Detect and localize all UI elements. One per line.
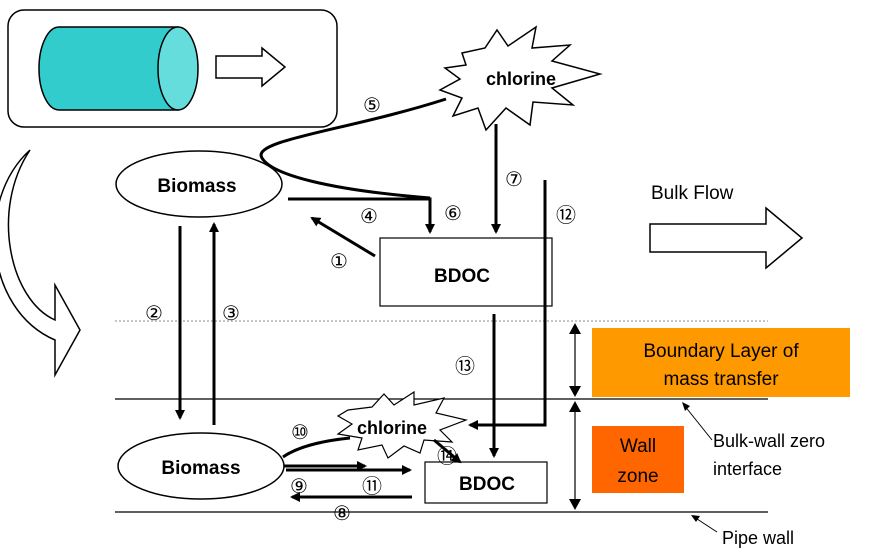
process-label-10: ⑩ bbox=[291, 422, 309, 444]
wall-zone-label-line1: Wall bbox=[620, 436, 656, 457]
biomass-wall-label: Biomass bbox=[161, 458, 240, 479]
process-label-3: ③ bbox=[222, 303, 240, 325]
bdoc-wall-label: BDOC bbox=[459, 474, 515, 495]
process-label-9: ⑨ bbox=[290, 476, 308, 498]
wall-zone-dimension bbox=[569, 401, 581, 510]
process-label-14: ⑭ bbox=[437, 445, 457, 468]
wall-zone-label-line2: zone bbox=[617, 466, 658, 487]
process-label-2: ② bbox=[145, 303, 163, 325]
process-label-6: ⑥ bbox=[444, 203, 462, 225]
pipe-inset bbox=[8, 10, 337, 127]
bulk-wall-label-line1: Bulk-wall zero bbox=[713, 431, 825, 451]
boundary-layer-label-line2: mass transfer bbox=[663, 369, 779, 390]
process-label-5: ⑤ bbox=[363, 95, 381, 117]
biomass-bulk-label: Biomass bbox=[157, 176, 236, 197]
bulk-flow-label: Bulk Flow bbox=[651, 183, 734, 204]
boundary-layer-label-line1: Boundary Layer of bbox=[643, 341, 799, 362]
pipe-wall-label: Pipe wall bbox=[722, 528, 794, 548]
chlorine-wall-label: chlorine bbox=[357, 418, 427, 438]
chlorine-bulk-label: chlorine bbox=[486, 69, 556, 89]
process-label-11: ⑪ bbox=[362, 475, 382, 498]
process-label-1: ① bbox=[330, 251, 348, 273]
bdoc-bulk-label: BDOC bbox=[434, 266, 490, 287]
process-label-8: ⑧ bbox=[333, 503, 351, 525]
process-label-12: ⑫ bbox=[556, 204, 576, 227]
arrow-6-to-bdoc bbox=[288, 199, 430, 232]
pipe-cylinder-icon bbox=[39, 27, 198, 110]
bulk-flow-arrow-icon bbox=[650, 208, 802, 268]
bulk-wall-pointer bbox=[684, 405, 712, 440]
bulk-wall-label-line2: interface bbox=[713, 459, 782, 479]
process-label-7: ⑦ bbox=[505, 169, 523, 191]
curved-flow-arrow-icon bbox=[0, 150, 80, 375]
process-label-4: ④ bbox=[360, 206, 378, 228]
boundary-layer-dimension bbox=[569, 323, 581, 397]
process-label-13: ⑬ bbox=[455, 355, 475, 378]
